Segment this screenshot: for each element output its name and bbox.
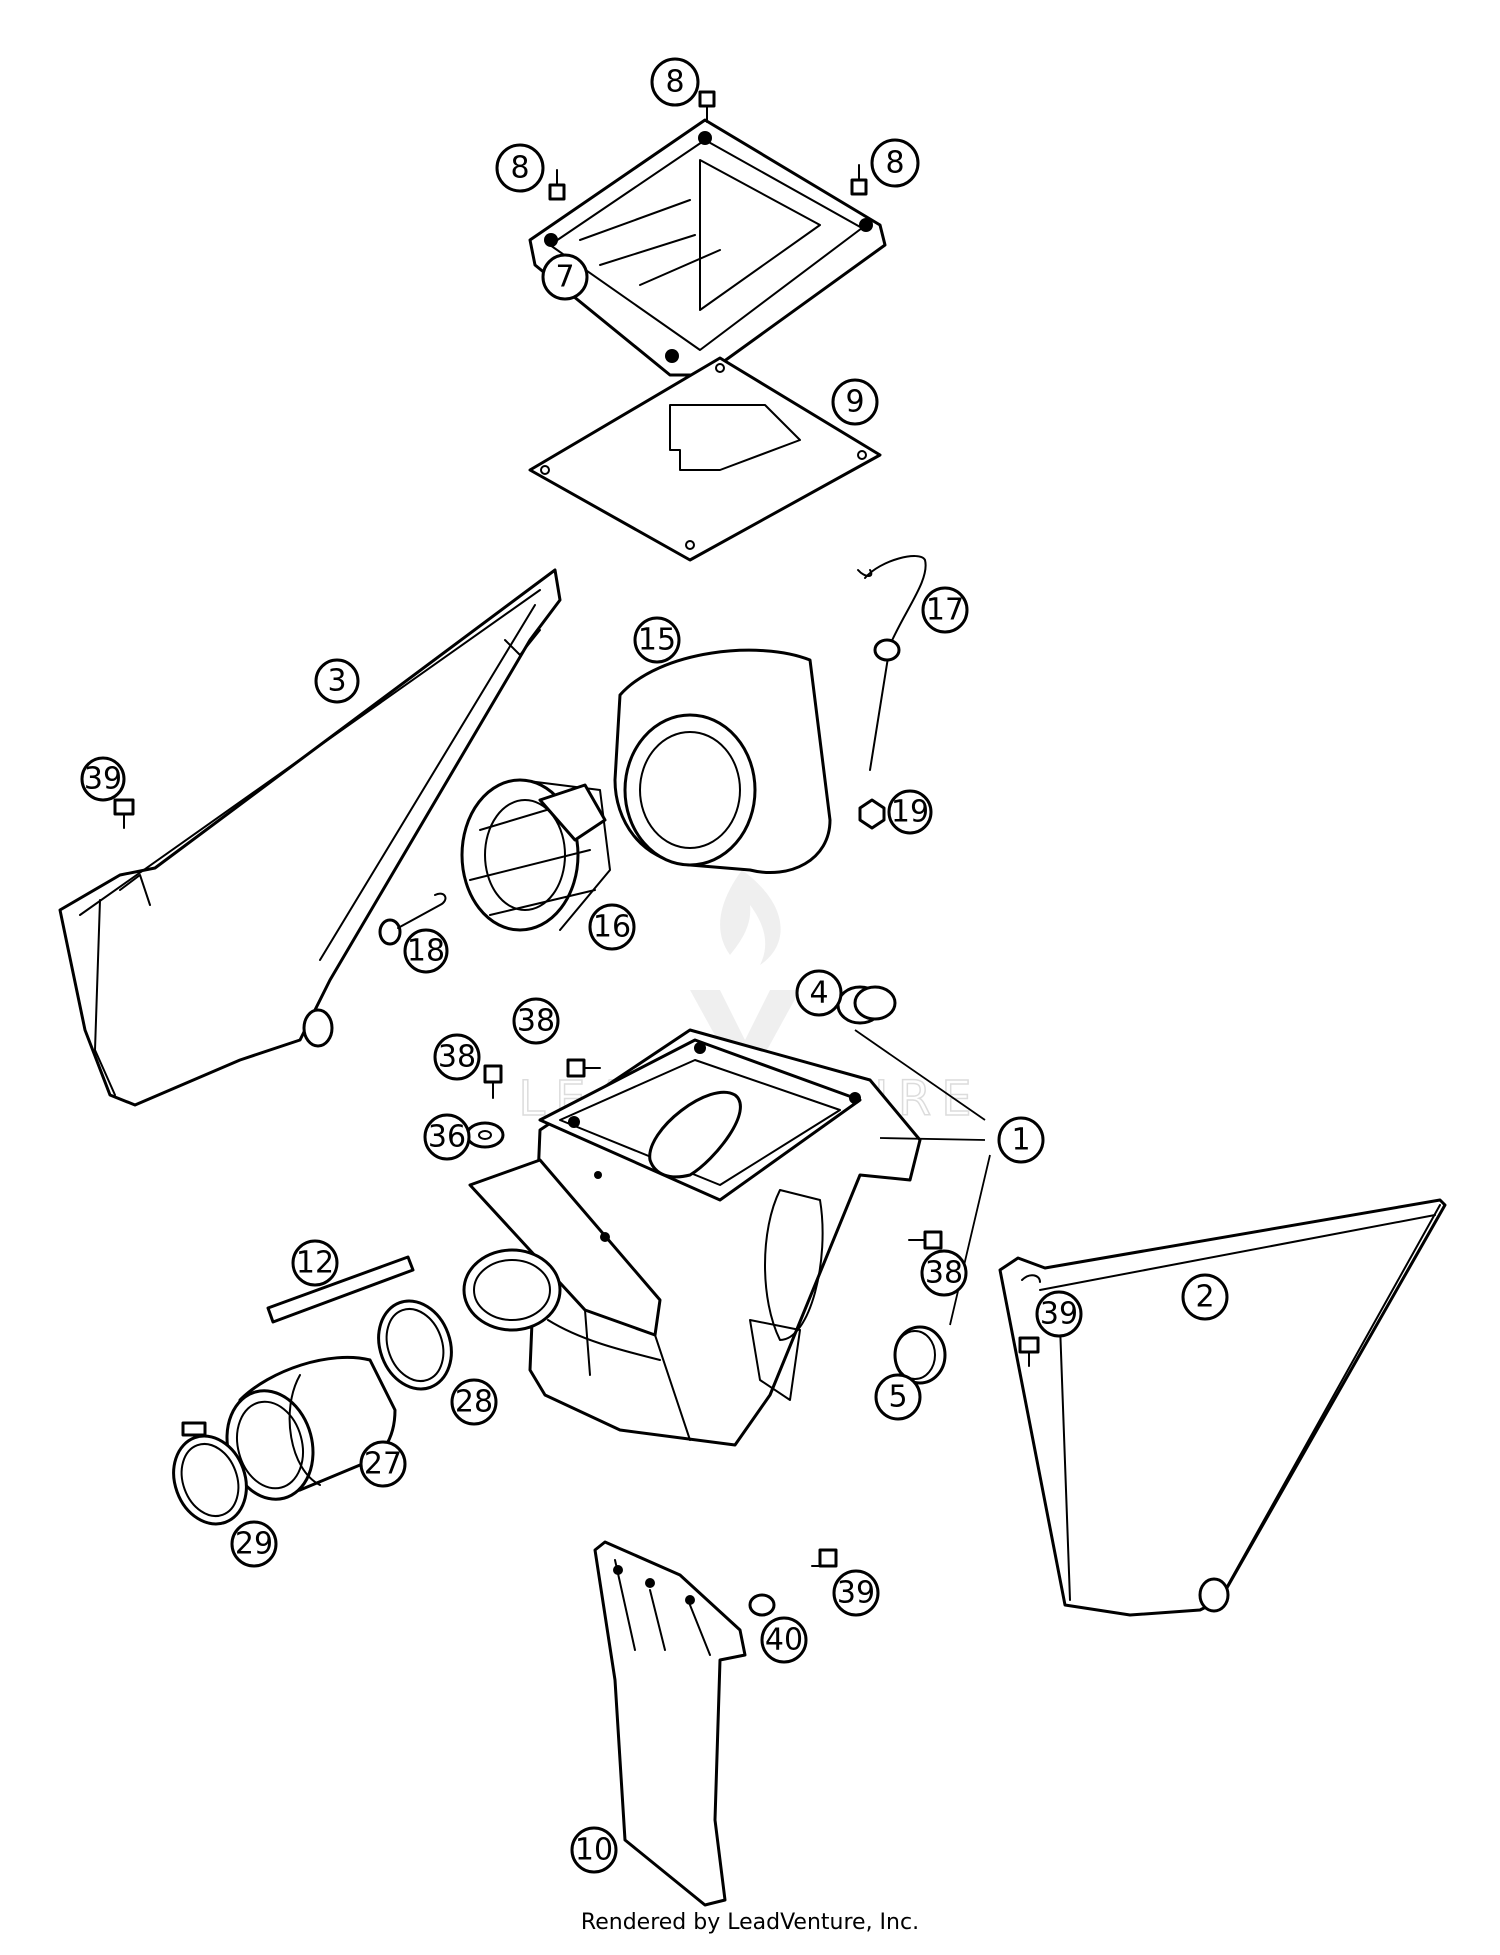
callout: 2 — [1181, 1273, 1229, 1321]
airbox-plug — [836, 985, 897, 1025]
callout: 7 — [541, 253, 589, 301]
callout: 19 — [887, 789, 933, 835]
callout: 40 — [760, 1616, 808, 1664]
breather-hose — [266, 1255, 415, 1324]
callout: 8 — [870, 138, 920, 188]
mud-flap-screw — [811, 1548, 838, 1568]
airbox-screw — [483, 1064, 503, 1099]
washer — [465, 1121, 505, 1149]
intake-boot — [225, 1355, 397, 1501]
callout: 39 — [1035, 1290, 1083, 1338]
callout: 8 — [495, 143, 545, 193]
callout: 4 — [795, 969, 843, 1017]
callout-label: 12 — [296, 1246, 334, 1281]
cover-gasket — [528, 356, 882, 562]
airbox-cover — [528, 118, 887, 377]
cover-screw — [850, 164, 868, 196]
callout: 5 — [874, 1373, 922, 1421]
mud-flap-nut — [748, 1593, 776, 1617]
callout-label: 39 — [1040, 1297, 1078, 1332]
callout: 17 — [921, 586, 969, 634]
callout: 39 — [80, 756, 126, 802]
callout-label: 40 — [765, 1623, 803, 1658]
callout-label: 7 — [555, 260, 574, 295]
callout-label: 17 — [926, 593, 964, 628]
callout: 39 — [832, 1569, 880, 1617]
callout-label: 8 — [885, 146, 904, 181]
panel-screw — [113, 798, 135, 829]
panel-screw — [1018, 1336, 1040, 1367]
callout: 28 — [450, 1378, 498, 1426]
airbox-housing — [462, 1028, 922, 1447]
callout: 3 — [314, 658, 360, 704]
left-side-panel — [58, 568, 562, 1107]
cover-screw — [548, 169, 566, 201]
callout-label: 4 — [809, 976, 828, 1011]
callout-label: 18 — [407, 934, 445, 969]
filter-pin — [378, 892, 447, 946]
cover-screw — [698, 90, 716, 123]
mud-flap — [593, 1540, 747, 1907]
filter-retaining-wire — [857, 555, 927, 771]
airbox-screw — [908, 1230, 943, 1250]
callout-label: 38 — [517, 1004, 555, 1039]
callout: 10 — [570, 1826, 618, 1874]
callout: 12 — [291, 1239, 339, 1287]
callout: 27 — [359, 1440, 407, 1488]
callout: 16 — [588, 903, 636, 951]
callout: 18 — [403, 928, 449, 974]
callout-label: 2 — [1195, 1280, 1214, 1315]
filter-cage — [460, 778, 611, 932]
callout-label: 39 — [84, 762, 122, 797]
callout-label: 29 — [235, 1527, 273, 1562]
callout-label: 39 — [837, 1576, 875, 1611]
airbox-screw — [566, 1058, 601, 1078]
callout-label: 28 — [455, 1385, 493, 1420]
callout-label: 27 — [364, 1447, 402, 1482]
callout: 38 — [433, 1033, 481, 1081]
callout-label: 3 — [327, 664, 346, 699]
air-filter-element — [613, 648, 832, 875]
callout: 36 — [423, 1113, 471, 1161]
callout-label: 16 — [593, 910, 631, 945]
callout-label: 38 — [438, 1040, 476, 1075]
callout: 15 — [633, 616, 681, 664]
callout: 29 — [230, 1520, 278, 1568]
callout-label: 10 — [575, 1833, 613, 1868]
footer-credit: Rendered by LeadVenture, Inc. — [580, 1910, 920, 1935]
callout-label: 19 — [891, 795, 929, 830]
callout: 1 — [997, 1116, 1045, 1164]
callout: 38 — [920, 1249, 968, 1297]
callout-label: 9 — [845, 385, 864, 420]
callout: 8 — [650, 57, 700, 107]
callout-label: 1 — [1011, 1123, 1030, 1158]
boot-clamp — [172, 1421, 248, 1526]
callout-label: 5 — [888, 1380, 907, 1415]
callout: 9 — [831, 378, 879, 426]
callout: 38 — [512, 997, 560, 1045]
right-side-panel — [998, 1198, 1447, 1617]
retaining-nut — [858, 798, 886, 830]
callout-label: 8 — [510, 151, 529, 186]
callout-label: 8 — [665, 65, 684, 100]
callout-label: 36 — [428, 1120, 466, 1155]
callout-label: 15 — [638, 623, 676, 658]
leader-lines — [854, 1029, 991, 1326]
hose-clamp — [377, 1299, 453, 1391]
callout-label: 38 — [925, 1256, 963, 1291]
airbox-cap — [893, 1325, 947, 1385]
